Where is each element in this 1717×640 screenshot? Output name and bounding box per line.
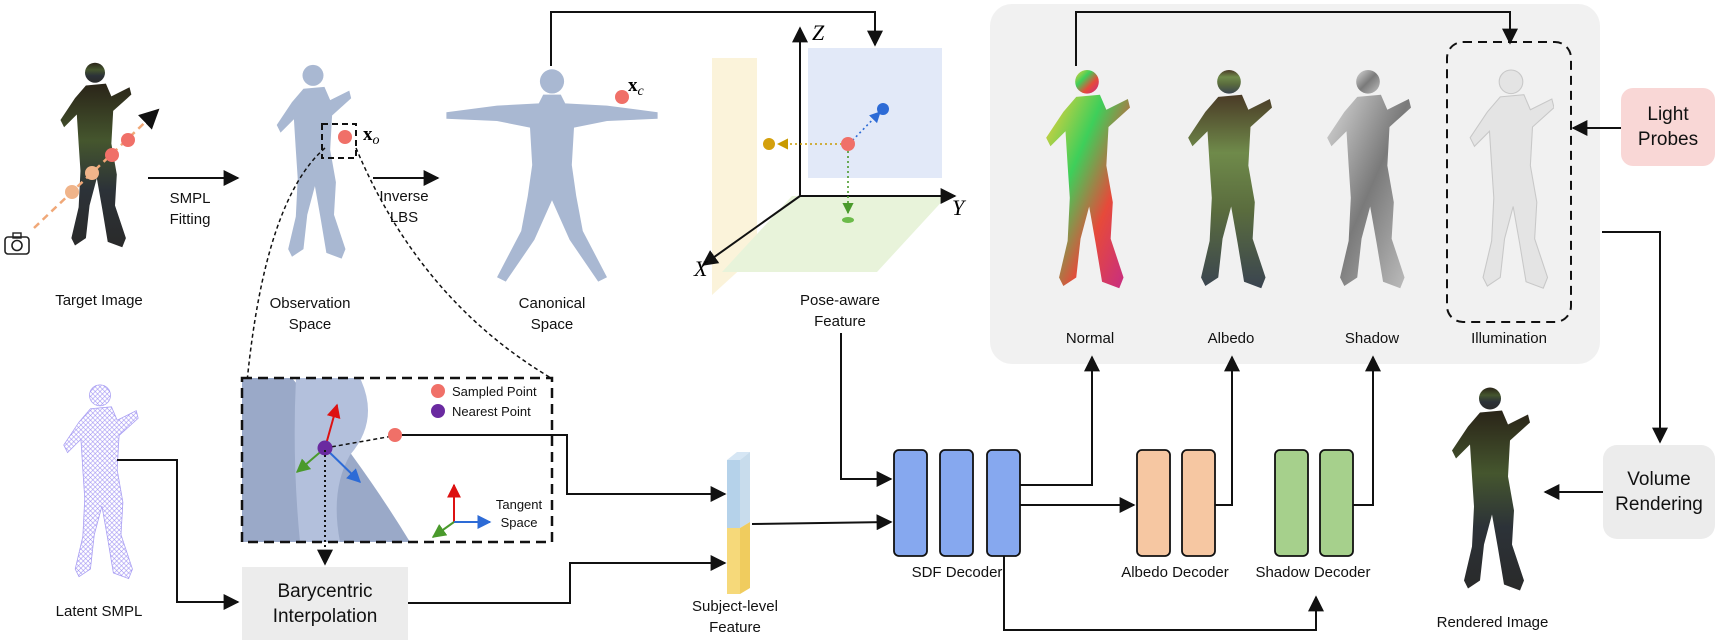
arrow-albedo-to-map xyxy=(1215,355,1240,506)
legend-nearest-dot xyxy=(431,404,445,418)
barycentric-interpolation-label: Barycentric Interpolation xyxy=(272,580,378,627)
legend-sampled-dot xyxy=(431,384,445,398)
rendered-image-label: Rendered Image xyxy=(1436,614,1549,631)
albedo-label: Albedo xyxy=(1207,330,1255,347)
canonical-space-label: Canonical Space xyxy=(518,295,586,333)
axis-z-label: Z xyxy=(812,20,825,45)
arrow-panel-to-rendering xyxy=(1602,231,1668,444)
normal-label: Normal xyxy=(1065,330,1115,347)
arrow-pose-feature-to-sdf xyxy=(840,333,893,487)
zoom-line-left xyxy=(246,147,326,383)
axis-x-label: X xyxy=(693,256,709,281)
smpl-fitting-label: SMPL Fitting xyxy=(169,190,211,228)
arrow-sdf-to-shadow xyxy=(1003,556,1324,631)
tangent-space-label: Tangent Space xyxy=(495,497,543,530)
pose-aware-feature-label: Pose-aware Feature xyxy=(799,292,881,330)
xo-label: xo xyxy=(363,124,380,148)
arrow-sampled-to-feature xyxy=(402,434,727,502)
inverse-lbs-label: Inverse LBS xyxy=(379,188,429,226)
arrow-normal-to-illumination xyxy=(1075,11,1518,66)
canonical-body xyxy=(446,69,658,282)
legend-sampled-label: Sampled Point xyxy=(452,384,537,399)
light-probes-box xyxy=(1621,88,1715,166)
shadow-label: Shadow xyxy=(1344,330,1400,347)
arrow-canonical-to-feature xyxy=(550,11,883,66)
light-probes-label: Light Probes xyxy=(1637,104,1699,150)
volume-rendering-box xyxy=(1603,445,1715,539)
latent-smpl-mesh xyxy=(63,384,139,580)
albedo-decoder-block xyxy=(1136,449,1216,557)
sdf-decoder-label: SDF Decoder xyxy=(911,564,1003,581)
rendered-image xyxy=(1452,387,1530,591)
legend-nearest-label: Nearest Point xyxy=(452,404,531,419)
arrow-shadow-to-map xyxy=(1353,355,1381,506)
observation-body xyxy=(276,64,357,259)
axis-y-label: Y xyxy=(952,195,967,220)
illumination-map xyxy=(1446,41,1572,323)
zoom-line-right xyxy=(355,147,552,379)
triplane-feature xyxy=(701,26,957,295)
target-image xyxy=(60,62,132,248)
camera-icon xyxy=(4,232,30,255)
albedo-decoder-label: Albedo Decoder xyxy=(1121,564,1229,581)
shadow-decoder-block xyxy=(1274,449,1354,557)
target-image-label: Target Image xyxy=(55,292,143,309)
arrow-barycentric-to-feature xyxy=(408,555,727,604)
xc-label: xc xyxy=(628,75,645,99)
arrow-latent-smpl xyxy=(117,459,240,610)
illumination-label: Illumination xyxy=(1471,330,1547,347)
arrow-subject-feature-to-sdf xyxy=(751,514,893,531)
subject-level-feature-label: Subject-level Feature xyxy=(692,598,778,636)
camera-ray xyxy=(33,108,160,229)
arrow-sdf-to-normal xyxy=(1020,355,1100,486)
barycentric-box xyxy=(242,567,408,640)
volume-rendering-label: Volume Rendering xyxy=(1615,469,1703,515)
latent-smpl-label: Latent SMPL xyxy=(55,603,143,620)
subject-level-feature-block xyxy=(727,452,750,594)
shadow-decoder-label: Shadow Decoder xyxy=(1255,564,1371,581)
sdf-decoder-block xyxy=(893,449,1021,557)
zoom-inset xyxy=(240,376,554,544)
decomposition-panel xyxy=(990,4,1600,364)
observation-space-label: Observation Space xyxy=(269,295,351,333)
